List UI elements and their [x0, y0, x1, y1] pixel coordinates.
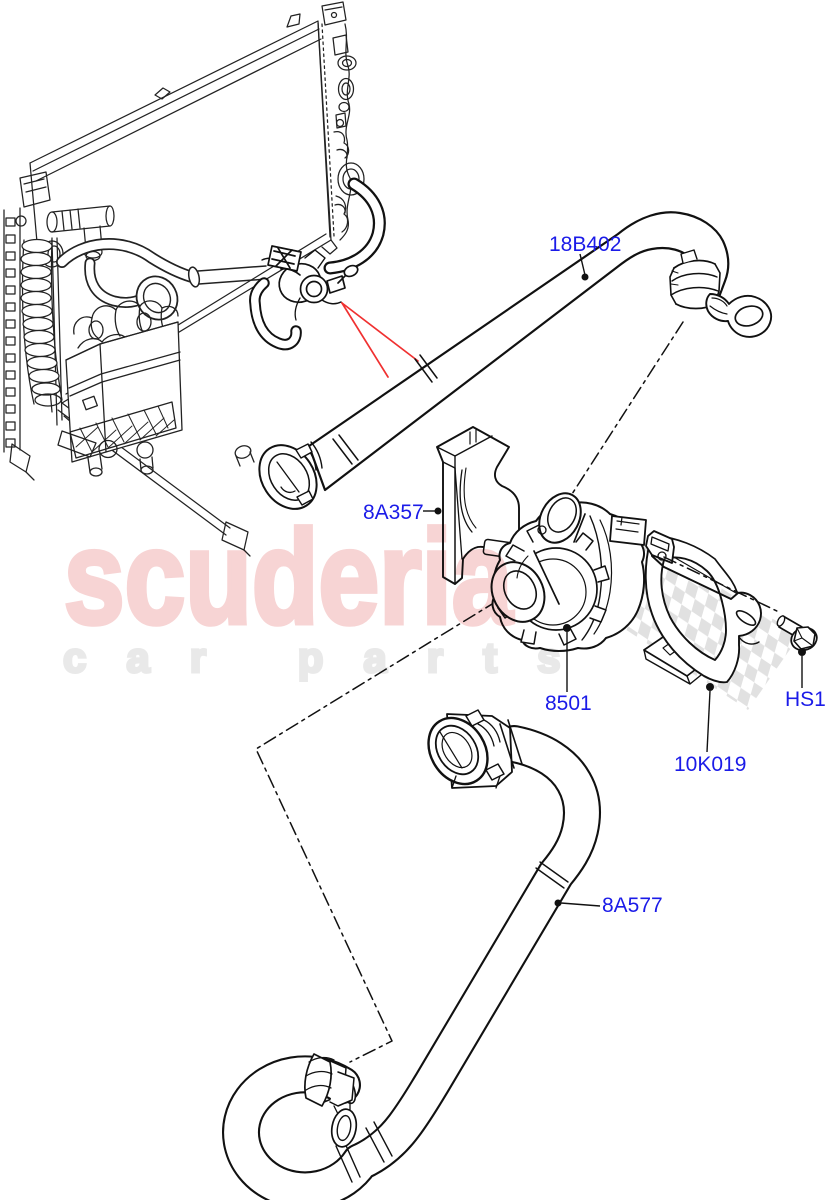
svg-text:10K019: 10K019 [674, 753, 746, 776]
svg-text:8A357: 8A357 [363, 501, 424, 524]
svg-text:8501: 8501 [545, 692, 592, 715]
svg-text:scuderia: scuderia [64, 503, 514, 652]
svg-text:18B402: 18B402 [549, 233, 621, 256]
svg-text:8A577: 8A577 [602, 894, 663, 917]
svg-text:car parts: car parts [63, 634, 600, 681]
svg-text:HS1: HS1 [785, 688, 826, 711]
